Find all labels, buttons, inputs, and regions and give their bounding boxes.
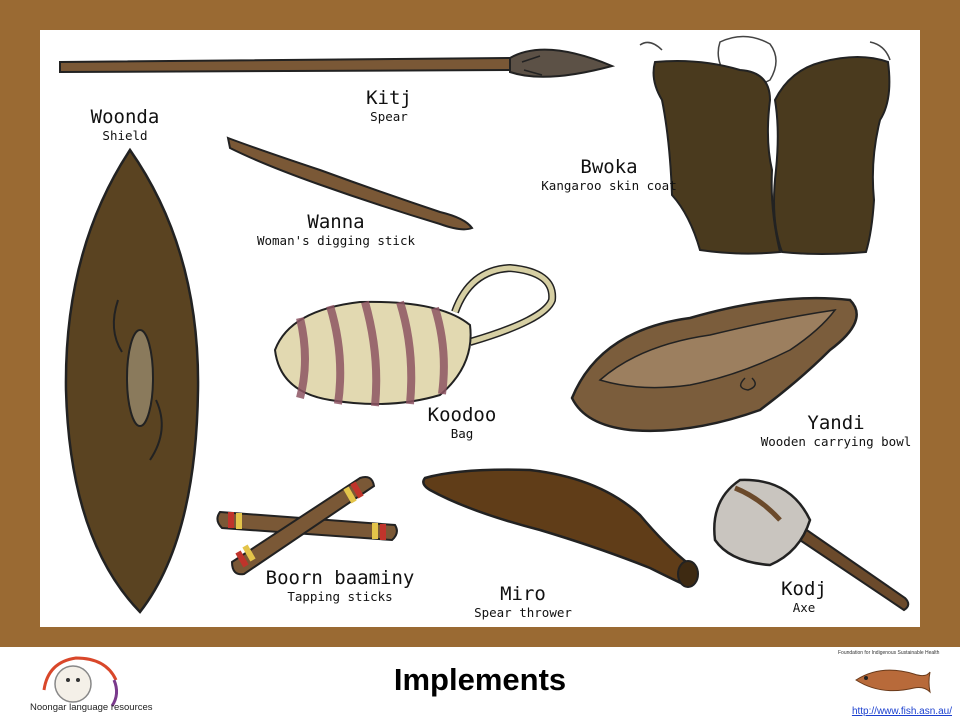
item-label-koodoo: Koodoo Bag xyxy=(402,404,522,442)
item-english: Bag xyxy=(450,426,474,441)
item-name: Yandi xyxy=(807,412,865,434)
item-name: Kitj xyxy=(366,87,412,109)
tapping-sticks-image xyxy=(216,476,398,576)
fish-logo xyxy=(855,669,931,694)
item-name: Wanna xyxy=(307,211,365,233)
noongar-logo xyxy=(42,656,119,707)
page-title: Implements xyxy=(393,662,567,697)
spear-image xyxy=(59,48,616,78)
item-name: Woonda xyxy=(90,106,160,128)
footer xyxy=(0,647,960,720)
item-label-yandi: Yandi Wooden carrying bowl xyxy=(746,412,926,450)
axe-image xyxy=(713,478,910,612)
item-english: Tapping sticks xyxy=(287,589,393,604)
spear-thrower-image xyxy=(422,468,699,588)
item-name: Kodj xyxy=(781,578,827,600)
bag-image xyxy=(273,263,557,407)
item-label-bwoka: Bwoka Kangaroo skin coat xyxy=(529,156,689,194)
item-english: Shield xyxy=(102,128,148,143)
shield-image xyxy=(64,147,200,614)
item-name: Bwoka xyxy=(580,156,638,178)
item-label-woonda: Woonda Shield xyxy=(65,106,185,144)
item-name: Boorn baaminy xyxy=(265,567,415,589)
item-label-kodj: Kodj Axe xyxy=(744,578,864,616)
item-english: Wooden carrying bowl xyxy=(760,434,912,449)
item-label-boorn-baaminy: Boorn baaminy Tapping sticks xyxy=(260,567,420,605)
item-label-wanna: Wanna Woman's digging stick xyxy=(246,211,426,249)
digging-stick-image xyxy=(226,136,474,231)
item-english: Spear thrower xyxy=(474,605,572,620)
item-english: Kangaroo skin coat xyxy=(541,178,677,193)
implements-illustration xyxy=(59,35,910,614)
item-name: Koodoo xyxy=(427,404,497,426)
item-name: Miro xyxy=(500,583,546,605)
item-english: Woman's digging stick xyxy=(256,233,416,248)
item-label-miro: Miro Spear thrower xyxy=(463,583,583,621)
bowl-image xyxy=(570,296,858,433)
noongar-logo-text: Noongar language resources xyxy=(30,702,153,713)
item-english: Axe xyxy=(792,600,816,615)
item-english: Spear xyxy=(370,109,408,124)
fish-logo-name: Foundation for Indigenous Sustainable He… xyxy=(838,650,940,656)
fish-website-link[interactable]: http://www.fish.asn.au/ xyxy=(851,706,952,717)
item-label-kitj: Kitj Spear xyxy=(329,87,449,125)
coat-image xyxy=(639,35,891,255)
